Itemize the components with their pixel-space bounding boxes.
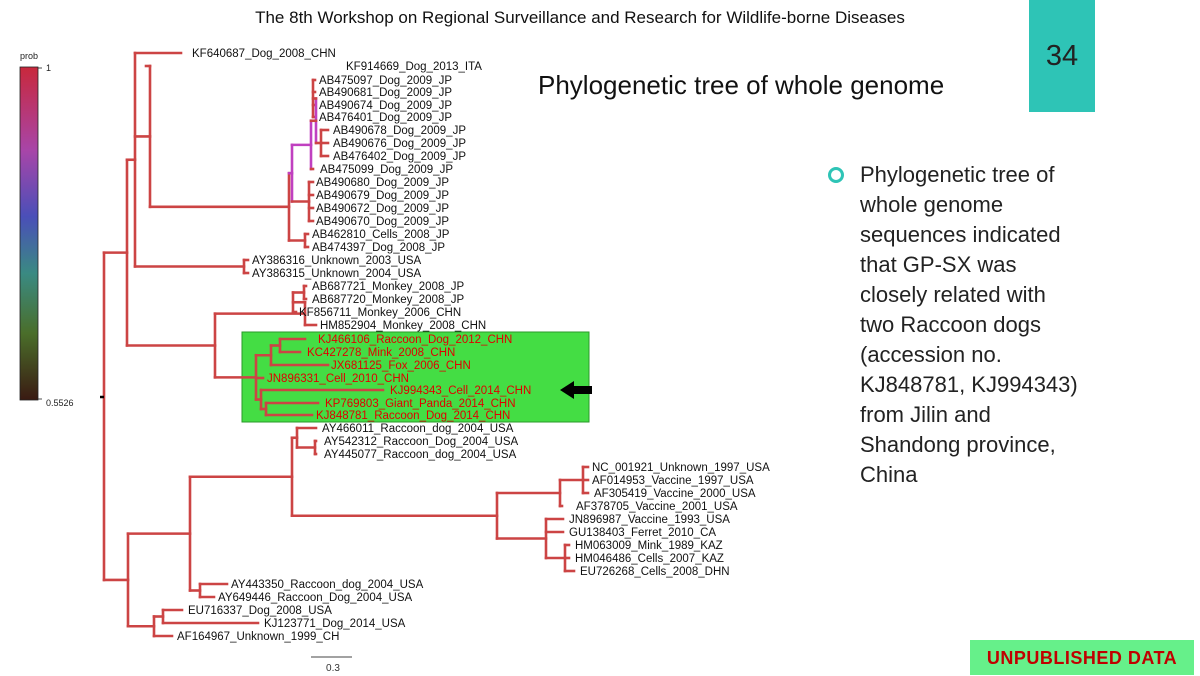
scale-bar-label: 0.3 — [326, 663, 340, 674]
bullet-line: two Raccoon dogs — [860, 312, 1041, 337]
leaf-label: AY443350_Raccoon_dog_2004_USA — [231, 579, 424, 591]
leaf-label: EU716337_Dog_2008_USA — [188, 605, 332, 617]
leaf-label: AB475099_Dog_2009_JP — [320, 164, 453, 176]
leaf-label: JN896331_Cell_2010_CHN — [267, 373, 409, 385]
leaf-label: HM852904_Monkey_2008_CHN — [320, 320, 486, 332]
colorbar-title: prob — [20, 51, 38, 61]
leaf-label: AY386316_Unknown_2003_USA — [252, 255, 422, 267]
leaf-label: AB687721_Monkey_2008_JP — [312, 281, 465, 293]
bullet-line: Phylogenetic tree of — [860, 162, 1055, 187]
leaf-label: AB490680_Dog_2009_JP — [316, 177, 449, 189]
highlighted-clade-box — [241, 331, 590, 423]
leaf-label: AB476402_Dog_2009_JP — [333, 151, 466, 163]
leaf-label: AB490679_Dog_2009_JP — [316, 190, 449, 202]
leaf-label: KJ466106_Raccoon_Dog_2012_CHN — [318, 334, 512, 346]
leaf-label: AF305419_Vaccine_2000_USA — [594, 488, 756, 500]
bullet-text: Phylogenetic tree of whole genome sequen… — [860, 160, 1120, 490]
arrow-left-icon — [560, 381, 592, 399]
page-number: 34 — [1045, 40, 1079, 72]
leaf-label: JN896987_Vaccine_1993_USA — [569, 514, 730, 526]
page-number-box: 34 — [1029, 0, 1095, 112]
tree-branches — [102, 51, 590, 638]
bullet-circle-icon — [828, 167, 844, 183]
colorbar-gradient — [19, 66, 39, 401]
bullet-line: whole genome — [860, 192, 1004, 217]
bullet-line: China — [860, 462, 918, 487]
leaf-label: KJ994343_Cell_2014_CHN — [390, 385, 531, 397]
workshop-header: The 8th Workshop on Regional Surveillanc… — [255, 8, 905, 27]
leaf-label: AB490674_Dog_2009_JP — [319, 100, 452, 112]
bullet-line: Shandong province, — [860, 432, 1056, 457]
leaf-label: HM046486_Cells_2007_KAZ — [575, 553, 724, 565]
leaf-label: AB490678_Dog_2009_JP — [333, 125, 466, 137]
leaf-label: AF164967_Unknown_1999_CH — [177, 631, 339, 643]
bullet-line: (accession no. — [860, 342, 1002, 367]
colorbar-max-label: 1 — [46, 63, 51, 73]
leaf-label: AY445077_Raccoon_dog_2004_USA — [324, 449, 517, 461]
leaf-label: AY649446_Raccoon_Dog_2004_USA — [218, 592, 412, 604]
bullet-line: KJ848781, KJ994343) — [860, 372, 1078, 397]
leaf-label: AF378705_Vaccine_2001_USA — [576, 501, 738, 513]
unpublished-data-stamp: UNPUBLISHED DATA — [970, 640, 1194, 675]
colorbar-min-label: 0.5526 — [46, 398, 74, 408]
leaf-label: AY386315_Unknown_2004_USA — [252, 268, 422, 280]
scale-bar: 0.3 — [311, 656, 352, 674]
leaf-label: KJ123771_Dog_2014_USA — [264, 618, 406, 630]
leaf-label: AB490676_Dog_2009_JP — [333, 138, 466, 150]
leaf-label: AB476401_Dog_2009_JP — [319, 112, 452, 124]
leaf-label: KC427278_Mink_2008_CHN — [307, 347, 455, 359]
leaf-label: JX681125_Fox_2006_CHN — [331, 360, 471, 372]
leaf-label: AF014953_Vaccine_1997_USA — [592, 475, 754, 487]
leaf-label: AB475097_Dog_2009_JP — [319, 75, 452, 87]
leaf-label: EU726268_Cells_2008_DHN — [580, 566, 730, 578]
leaf-label: NC_001921_Unknown_1997_USA — [592, 462, 770, 474]
leaf-label: AB490672_Dog_2009_JP — [316, 203, 449, 215]
probability-colorbar: prob 1 0.5526 — [19, 51, 74, 408]
bullet-line: from Jilin and — [860, 402, 991, 427]
leaf-label: AY466011_Raccoon_dog_2004_USA — [322, 423, 514, 435]
leaf-label: KJ848781_Raccoon_Dog_2014_CHN — [316, 410, 510, 422]
leaf-label: KP769803_Giant_Panda_2014_CHN — [325, 398, 516, 410]
bullet-line: closely related with — [860, 282, 1046, 307]
bullet-line: sequences indicated — [860, 222, 1061, 247]
leaf-label: KF914669_Dog_2013_ITA — [346, 61, 482, 73]
leaf-label: KF856711_Monkey_2006_CHN — [299, 307, 461, 319]
leaf-label: GU138403_Ferret_2010_CA — [569, 527, 716, 539]
bullet-line: that GP-SX was — [860, 252, 1017, 277]
tree-leaf-labels: KF640687_Dog_2008_CHN KF914669_Dog_2013_I… — [177, 48, 770, 643]
leaf-label: AY542312_Raccoon_Dog_2004_USA — [324, 436, 518, 448]
slide-title: Phylogenetic tree of whole genome — [538, 70, 945, 100]
leaf-label: AB474397_Dog_2008_JP — [312, 242, 445, 254]
leaf-label: AB462810_Cells_2008_JP — [312, 229, 450, 241]
leaf-label: AB687720_Monkey_2008_JP — [312, 294, 465, 306]
leaf-label: AB490681_Dog_2009_JP — [319, 87, 452, 99]
leaf-label: KF640687_Dog_2008_CHN — [192, 48, 336, 60]
leaf-label: HM063009_Mink_1989_KAZ — [575, 540, 723, 552]
leaf-label: AB490670_Dog_2009_JP — [316, 216, 449, 228]
